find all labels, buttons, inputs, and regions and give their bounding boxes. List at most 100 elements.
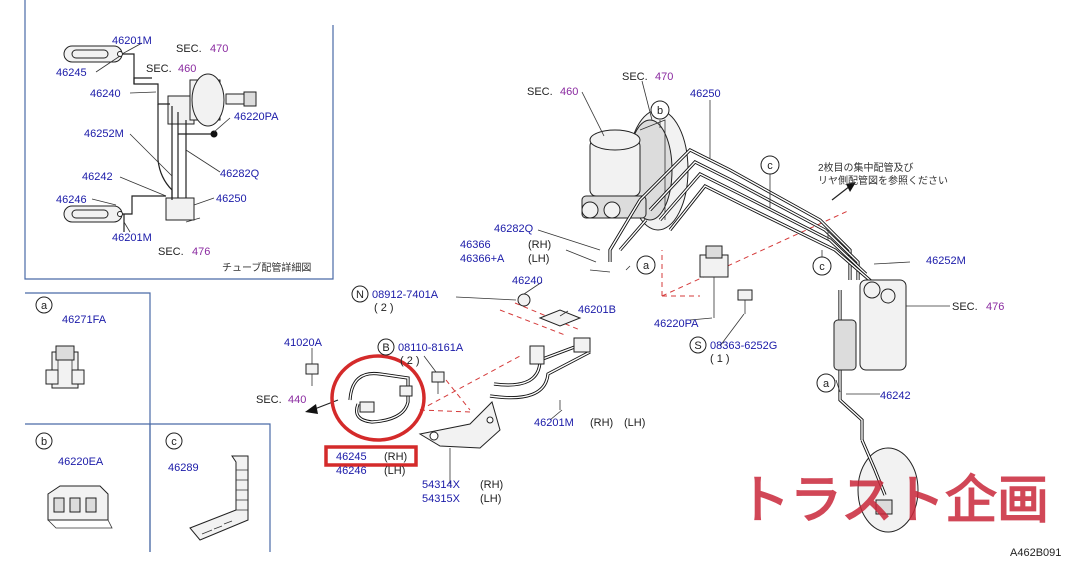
inset-frame (24, 0, 334, 280)
fastener-code-S (689, 336, 707, 354)
clip-46220EA-icon (47, 485, 113, 529)
clip-46271FA-icon (45, 345, 85, 389)
main-label-08110-qty: ( 2 ) (400, 355, 420, 367)
main-label-sec476: SEC. (952, 301, 978, 313)
main-callout-a-upper (636, 255, 656, 275)
inset-label-sec470: SEC. (176, 43, 202, 55)
inset-label-46242: 46242 (82, 171, 113, 183)
main-label-46252M: 46252M (926, 255, 966, 267)
main-label-46220PA: 46220PA (654, 318, 699, 330)
inset-tube-detail (63, 42, 257, 233)
fastener-code-S-letter: S (694, 340, 701, 352)
rear-brake-disc (857, 439, 919, 533)
main-label-sec440: SEC. (256, 394, 282, 406)
main-label-sec476-num: 476 (986, 301, 1004, 313)
main-callout-a-lower (816, 373, 836, 393)
main-label-54314X: 54314X (422, 479, 461, 491)
inset-label-sec470-num: 470 (210, 43, 228, 55)
main-label-46245: 46245 (336, 451, 367, 463)
main-label-46201M-lh: (LH) (624, 417, 645, 429)
main-label-46201B: 46201B (578, 304, 616, 316)
main-label-sec470: SEC. (622, 71, 648, 83)
inset-label-sec460-num: 460 (178, 63, 196, 75)
callout-letter-a: a (41, 300, 48, 312)
main-label-46366A: 46366+A (460, 253, 505, 265)
callout-letter-b: b (41, 436, 47, 448)
inset-label-46201M-bottom: 46201M (112, 232, 152, 244)
main-callout-a-upper-letter: a (643, 260, 650, 272)
leader-lines (311, 80, 911, 421)
main-label-08363-6252G: 08363-6252G (710, 340, 777, 352)
bracket-54314X (418, 401, 501, 484)
actuator-unit (833, 279, 950, 371)
main-note-line2: リヤ側配管図を参照ください (818, 174, 948, 187)
main-label-46246-lh: (LH) (384, 465, 405, 477)
main-label-08912-7401A: 08912-7401A (372, 289, 439, 301)
main-label-sec470-num: 470 (655, 71, 673, 83)
inset-label-46240: 46240 (90, 88, 121, 100)
brake-pipe-bundle (608, 148, 874, 440)
inset-label-46201M-top: 46201M (112, 35, 152, 47)
fastener-code-B-letter: B (382, 342, 389, 354)
fastener-code-N-letter: N (356, 289, 364, 301)
highlight-circle-46245 (330, 354, 426, 442)
main-label-46366: 46366 (460, 239, 491, 251)
main-label-08363-qty: ( 1 ) (710, 353, 730, 365)
main-callout-c-lower-letter: c (819, 261, 825, 273)
main-label-46201M: 46201M (534, 417, 574, 429)
main-label-54315X: 54315X (422, 493, 461, 505)
inset-label-sec476: SEC. (158, 246, 184, 258)
brake-hose-46201M (489, 337, 591, 410)
panel-a: a 46271FA (35, 296, 107, 389)
main-label-46366A-lh: (LH) (528, 253, 549, 265)
inset-label-sec476-num: 476 (192, 246, 210, 258)
main-label-46282Q: 46282Q (494, 223, 534, 235)
bolt-08363-icon (737, 289, 753, 314)
fastener-code-N (351, 285, 369, 303)
bolt-41020A-icon (305, 363, 319, 386)
main-callout-c-lower (812, 256, 832, 276)
panel-a-part-46271FA: 46271FA (62, 314, 107, 326)
main-label-46245-rh: (RH) (384, 451, 407, 463)
diagram-code: A462B091 (1010, 547, 1061, 559)
main-label-46242: 46242 (880, 390, 911, 402)
main-label-08912-qty: ( 2 ) (374, 302, 394, 314)
assembly-dashed-lines (419, 209, 851, 413)
main-callout-b (650, 100, 670, 120)
main-label-41020A: 41020A (284, 337, 323, 349)
bracket-46289-icon (189, 455, 249, 541)
inset-label-46282Q: 46282Q (220, 168, 260, 180)
main-note-line1: 2枚目の集中配管及び (818, 161, 914, 174)
brake-tube-46245 (348, 371, 413, 424)
main-label-08110-8161A: 08110-8161A (398, 342, 464, 354)
main-label-sec460-num: 460 (560, 86, 578, 98)
callout-circle-c (165, 432, 183, 450)
main-label-sec460: SEC. (527, 86, 553, 98)
inset-label-46246: 46246 (56, 194, 87, 206)
main-label-54315X-lh: (LH) (480, 493, 501, 505)
callout-circle-b (35, 432, 53, 450)
fastener-code-B (377, 338, 395, 356)
main-callout-a-lower-letter: a (823, 378, 830, 390)
inset-caption: チューブ配管詳細図 (222, 261, 311, 274)
callout-panels-frame (25, 292, 271, 552)
main-label-54314X-rh: (RH) (480, 479, 503, 491)
highlight-box-46245 (324, 445, 418, 467)
watermark-logo: トラスト企画 (738, 470, 1049, 531)
main-label-46366-rh: (RH) (528, 239, 551, 251)
panel-b-part-46220EA: 46220EA (58, 456, 104, 468)
arrow-to-rear-diagram (831, 182, 856, 201)
inset-label-46250: 46250 (216, 193, 247, 205)
main-label-46240: 46240 (512, 275, 543, 287)
panel-b: b 46220EA (35, 432, 113, 529)
nut-46240-icon (517, 293, 531, 307)
main-label-46250: 46250 (690, 88, 721, 100)
inset-label-46220PA: 46220PA (234, 111, 279, 123)
panel-c-part-46289: 46289 (168, 462, 199, 474)
main-callout-c-upper (760, 155, 780, 175)
inset-label-46252M: 46252M (84, 128, 124, 140)
inset-label-46245: 46245 (56, 67, 87, 79)
connector-46220PA (699, 245, 729, 318)
main-label-46246: 46246 (336, 465, 367, 477)
main-callout-b-letter: b (657, 105, 663, 117)
